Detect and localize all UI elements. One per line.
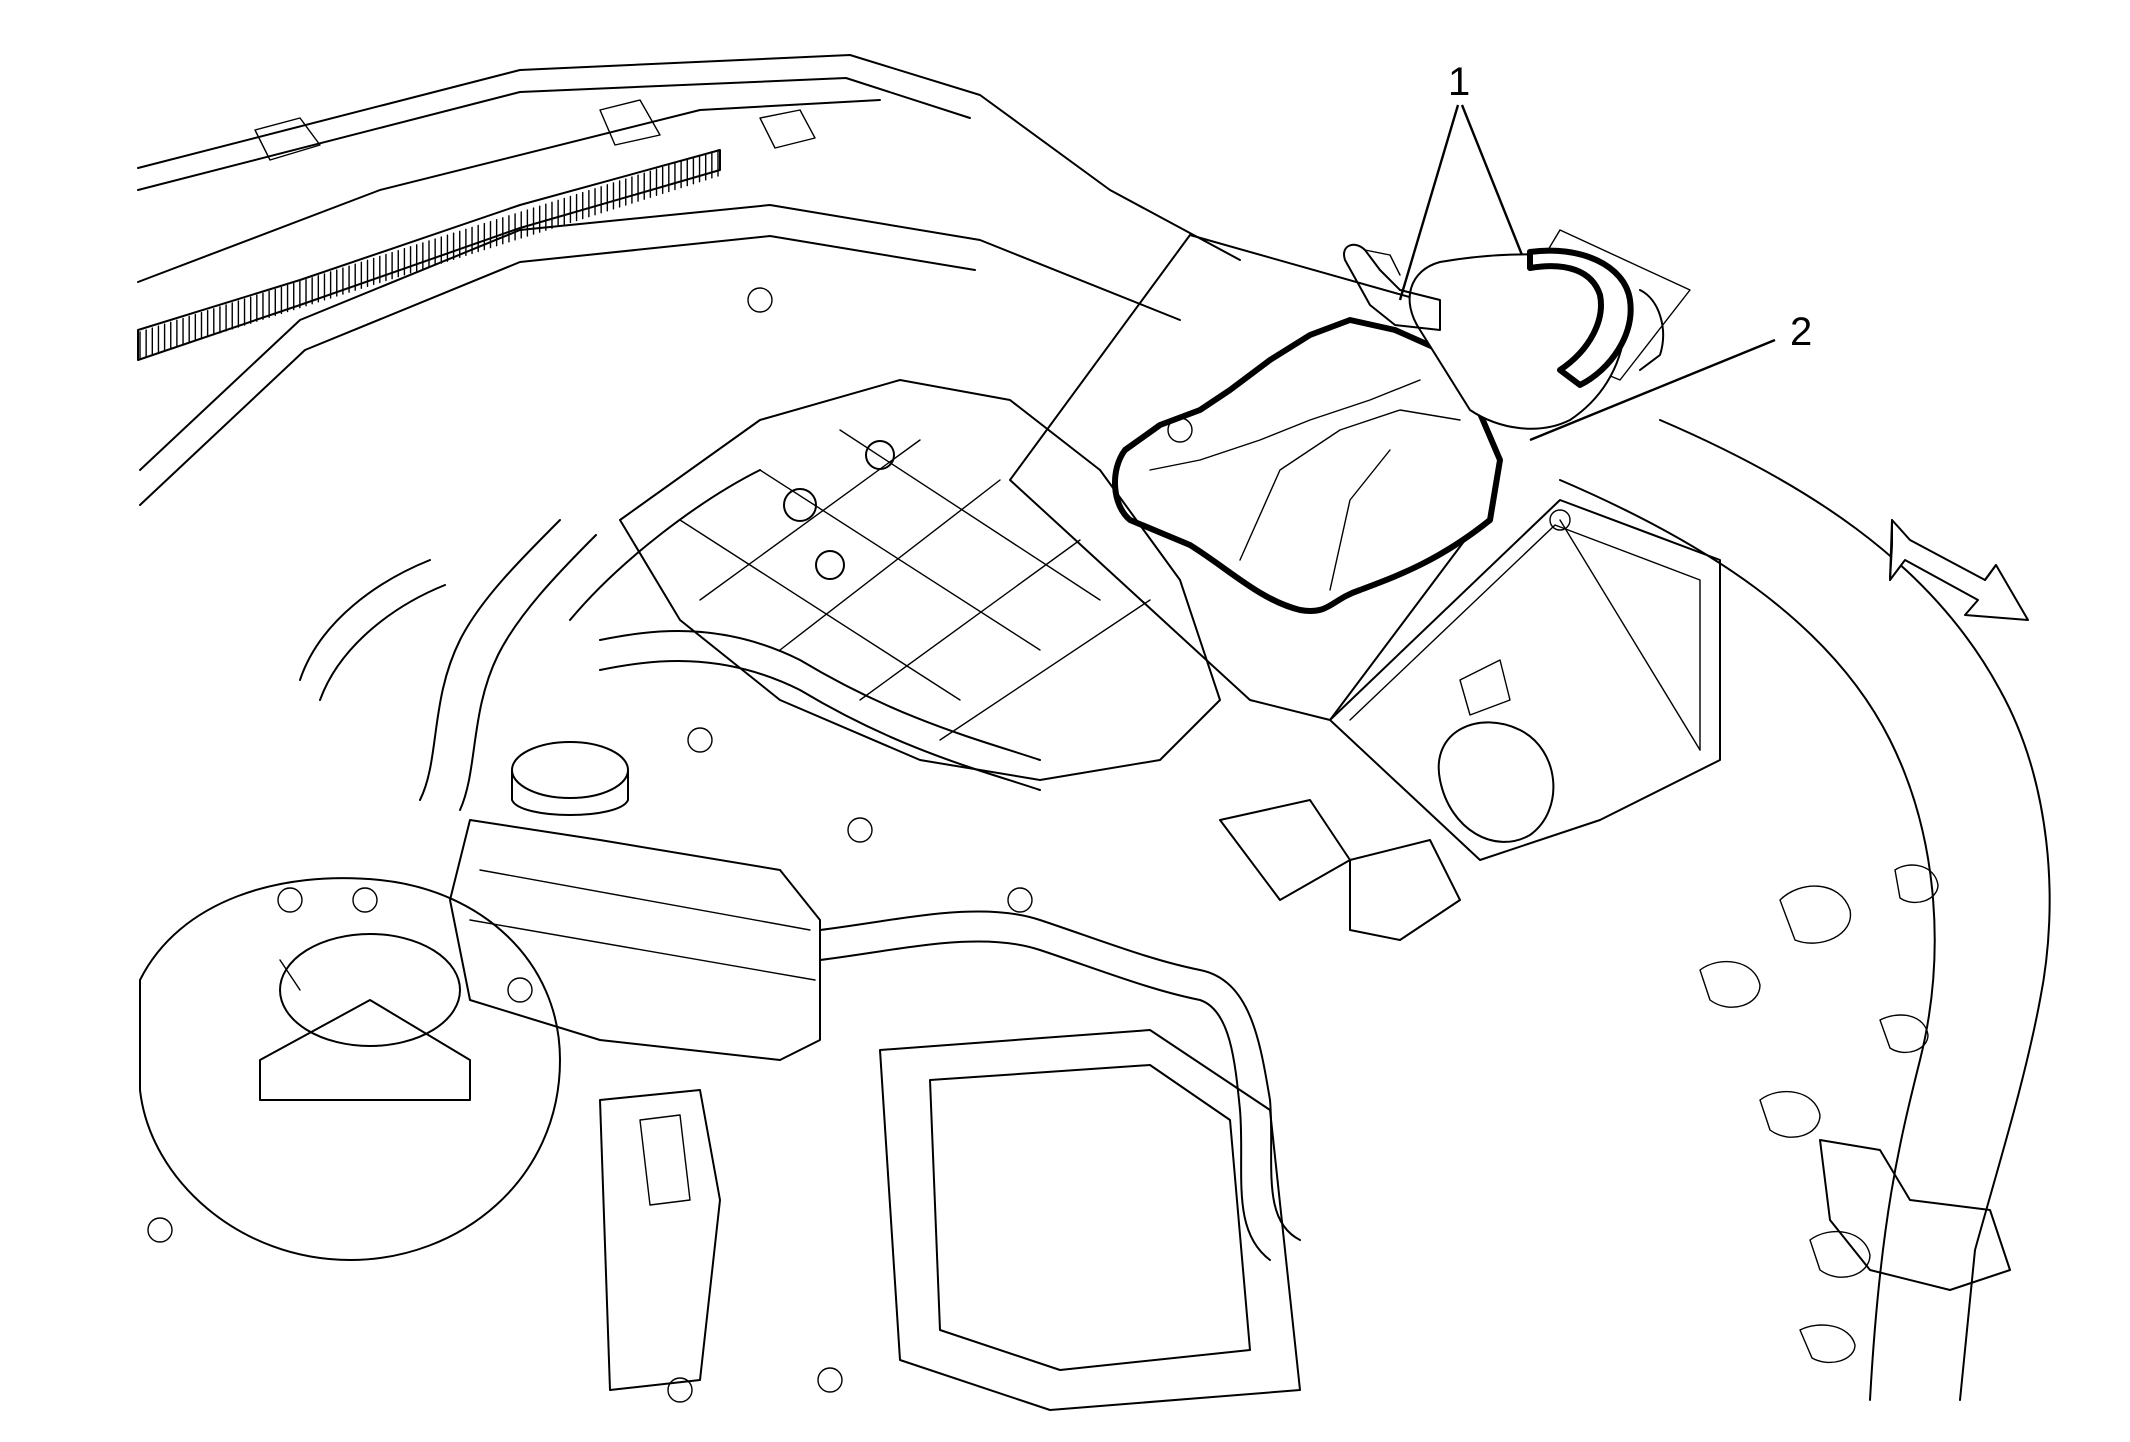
- forward-direction-arrow-icon: [1889, 519, 2029, 621]
- underhood-fuse-block: [879, 1029, 1301, 1411]
- fender-inner-liner: [1559, 419, 2051, 1401]
- fasteners: [147, 287, 1571, 1403]
- hoses: [299, 469, 1301, 1261]
- callout-1-label: 1: [1448, 60, 1470, 104]
- harness-connectors: [599, 799, 1461, 1391]
- cowl-vent-grille: [137, 149, 721, 361]
- battery-tray-bracket: [1329, 499, 1721, 861]
- coolant-reservoir: [449, 741, 821, 1061]
- brake-booster: [139, 877, 561, 1261]
- intake-tube-and-clamp: [1343, 243, 1665, 430]
- callout-1-leader-b: [1460, 104, 1524, 256]
- intake-manifold: [619, 379, 1221, 781]
- callout-1-leader-a: [1398, 104, 1460, 301]
- hood-and-cowl: [137, 54, 1241, 506]
- callout-leaders: [1398, 104, 1776, 442]
- callout-2-label: 2: [1790, 310, 1812, 354]
- callout-2-leader: [1529, 338, 1776, 442]
- air-intake-duct: [1112, 317, 1503, 614]
